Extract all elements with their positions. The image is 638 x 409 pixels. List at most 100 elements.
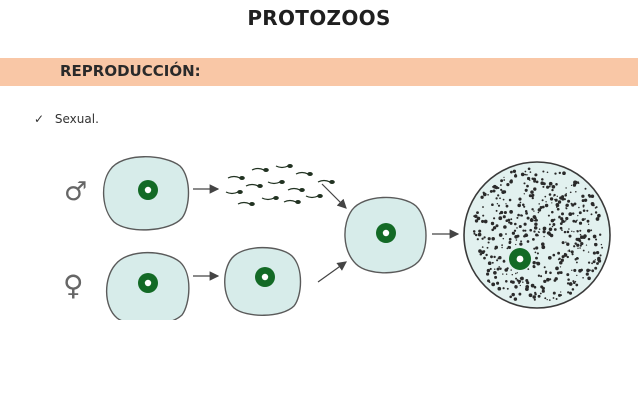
cyst-speckle [518,282,521,285]
cyst-speckle [533,178,537,181]
cyst-speckle [579,244,582,247]
cyst-speckle [587,237,591,241]
cyst-speckle [503,179,506,181]
cyst-speckle [582,249,585,252]
cyst-speckle [494,245,499,250]
cyst-speckle [490,255,493,259]
cyst-speckle [541,286,545,291]
zygote-cell [344,196,427,274]
cyst-speckle [505,280,508,283]
cyst-speckle [545,201,547,203]
cyst-speckle [518,224,522,229]
cyst-speckle [568,282,573,286]
cyst-speckle [579,247,581,249]
cyst-speckle [575,261,578,264]
cyst-speckle [536,234,539,237]
cyst-speckle [597,259,602,263]
cyst-speckle [577,181,579,183]
cyst-speckle [530,217,533,220]
cyst-speckle [494,268,496,270]
slide-title: PROTOZOOS [247,6,391,30]
cyst-speckle [517,213,520,217]
cyst-speckle [487,241,490,244]
cyst-speckle [561,212,564,216]
cyst-speckle [577,237,581,242]
cyst-speckle [576,243,580,247]
cyst-speckle [528,293,533,298]
cyst-speckle [505,204,509,208]
cyst-speckle [542,170,545,173]
cyst-speckle [504,268,508,272]
cyst-speckle [534,292,537,296]
cyst-speckle [534,222,538,226]
cyst-speckle [498,216,503,221]
cyst-speckle [516,227,518,229]
cyst-speckle [555,266,559,271]
cyst-speckle [508,241,512,245]
cyst-speckle [526,184,529,188]
cyst-speckle [559,261,563,265]
checkmark-icon: ✓ [34,112,45,126]
cyst-speckle [538,203,540,205]
cyst-speckle [544,195,547,198]
cyst-speckle [561,197,565,201]
cyst-speckle [541,199,544,202]
cyst-speckle [533,210,535,212]
cyst-speckle [558,215,561,219]
cyst-speckle [584,218,586,220]
cyst-speckle [487,193,489,196]
cyst-speckle [502,287,505,290]
cyst-speckle [537,274,541,277]
cyst-speckle [475,233,478,237]
cyst-speckle [509,210,513,214]
cyst-speckle [591,262,594,265]
cyst-speckle [541,178,544,181]
cyst-speckle [514,285,518,289]
cyst-speckle [600,243,603,246]
cyst-speckle [502,198,505,201]
cyst-speckle [551,202,553,204]
cyst-speckle [537,294,541,298]
cyst-speckle [573,268,577,272]
cyst-speckle [556,195,558,197]
cyst-speckle [534,173,538,177]
cyst-speckle [505,203,507,205]
cyst-speckle [559,222,563,225]
cyst-speckle [478,249,482,253]
cyst-speckle [531,196,534,200]
cyst-speckle [572,219,576,223]
cyst-speckle [483,236,486,239]
cyst-speckle [537,208,542,212]
cyst-speckle [573,180,577,185]
cyst-speckle [473,215,476,218]
cyst-speckle [487,261,492,266]
cyst-speckle [509,295,513,299]
cyst-speckle [492,186,494,188]
cyst-speckle [542,185,545,188]
cyst-speckle [515,277,518,280]
cyst-speckle [594,259,596,261]
cyst-speckle [482,206,484,208]
cyst-speckle [503,225,507,229]
cyst-speckle [553,228,557,231]
cyst-speckle [576,257,579,260]
cyst-speckle [546,231,550,235]
cyst-speckle [532,260,536,265]
cyst-speckle [533,226,538,230]
cyst-speckle [549,233,554,238]
cyst-speckle [601,246,604,249]
cyst-speckle [507,218,511,222]
cyst-speckle [493,270,497,275]
cyst-cell [463,161,611,309]
cyst-speckle [578,206,580,209]
cyst-speckle [474,214,478,219]
cyst-speckle [518,292,522,296]
cyst-speckle [596,262,599,265]
cyst-speckle [499,267,502,271]
arrow-female-gamete-to-zygote [317,261,347,283]
cyst-speckle [526,281,530,285]
cyst-speckle [535,180,539,184]
cyst-speckle [525,285,530,289]
section-label: REPRODUCCIÓN: [60,62,201,80]
cyst-speckle [533,247,536,250]
